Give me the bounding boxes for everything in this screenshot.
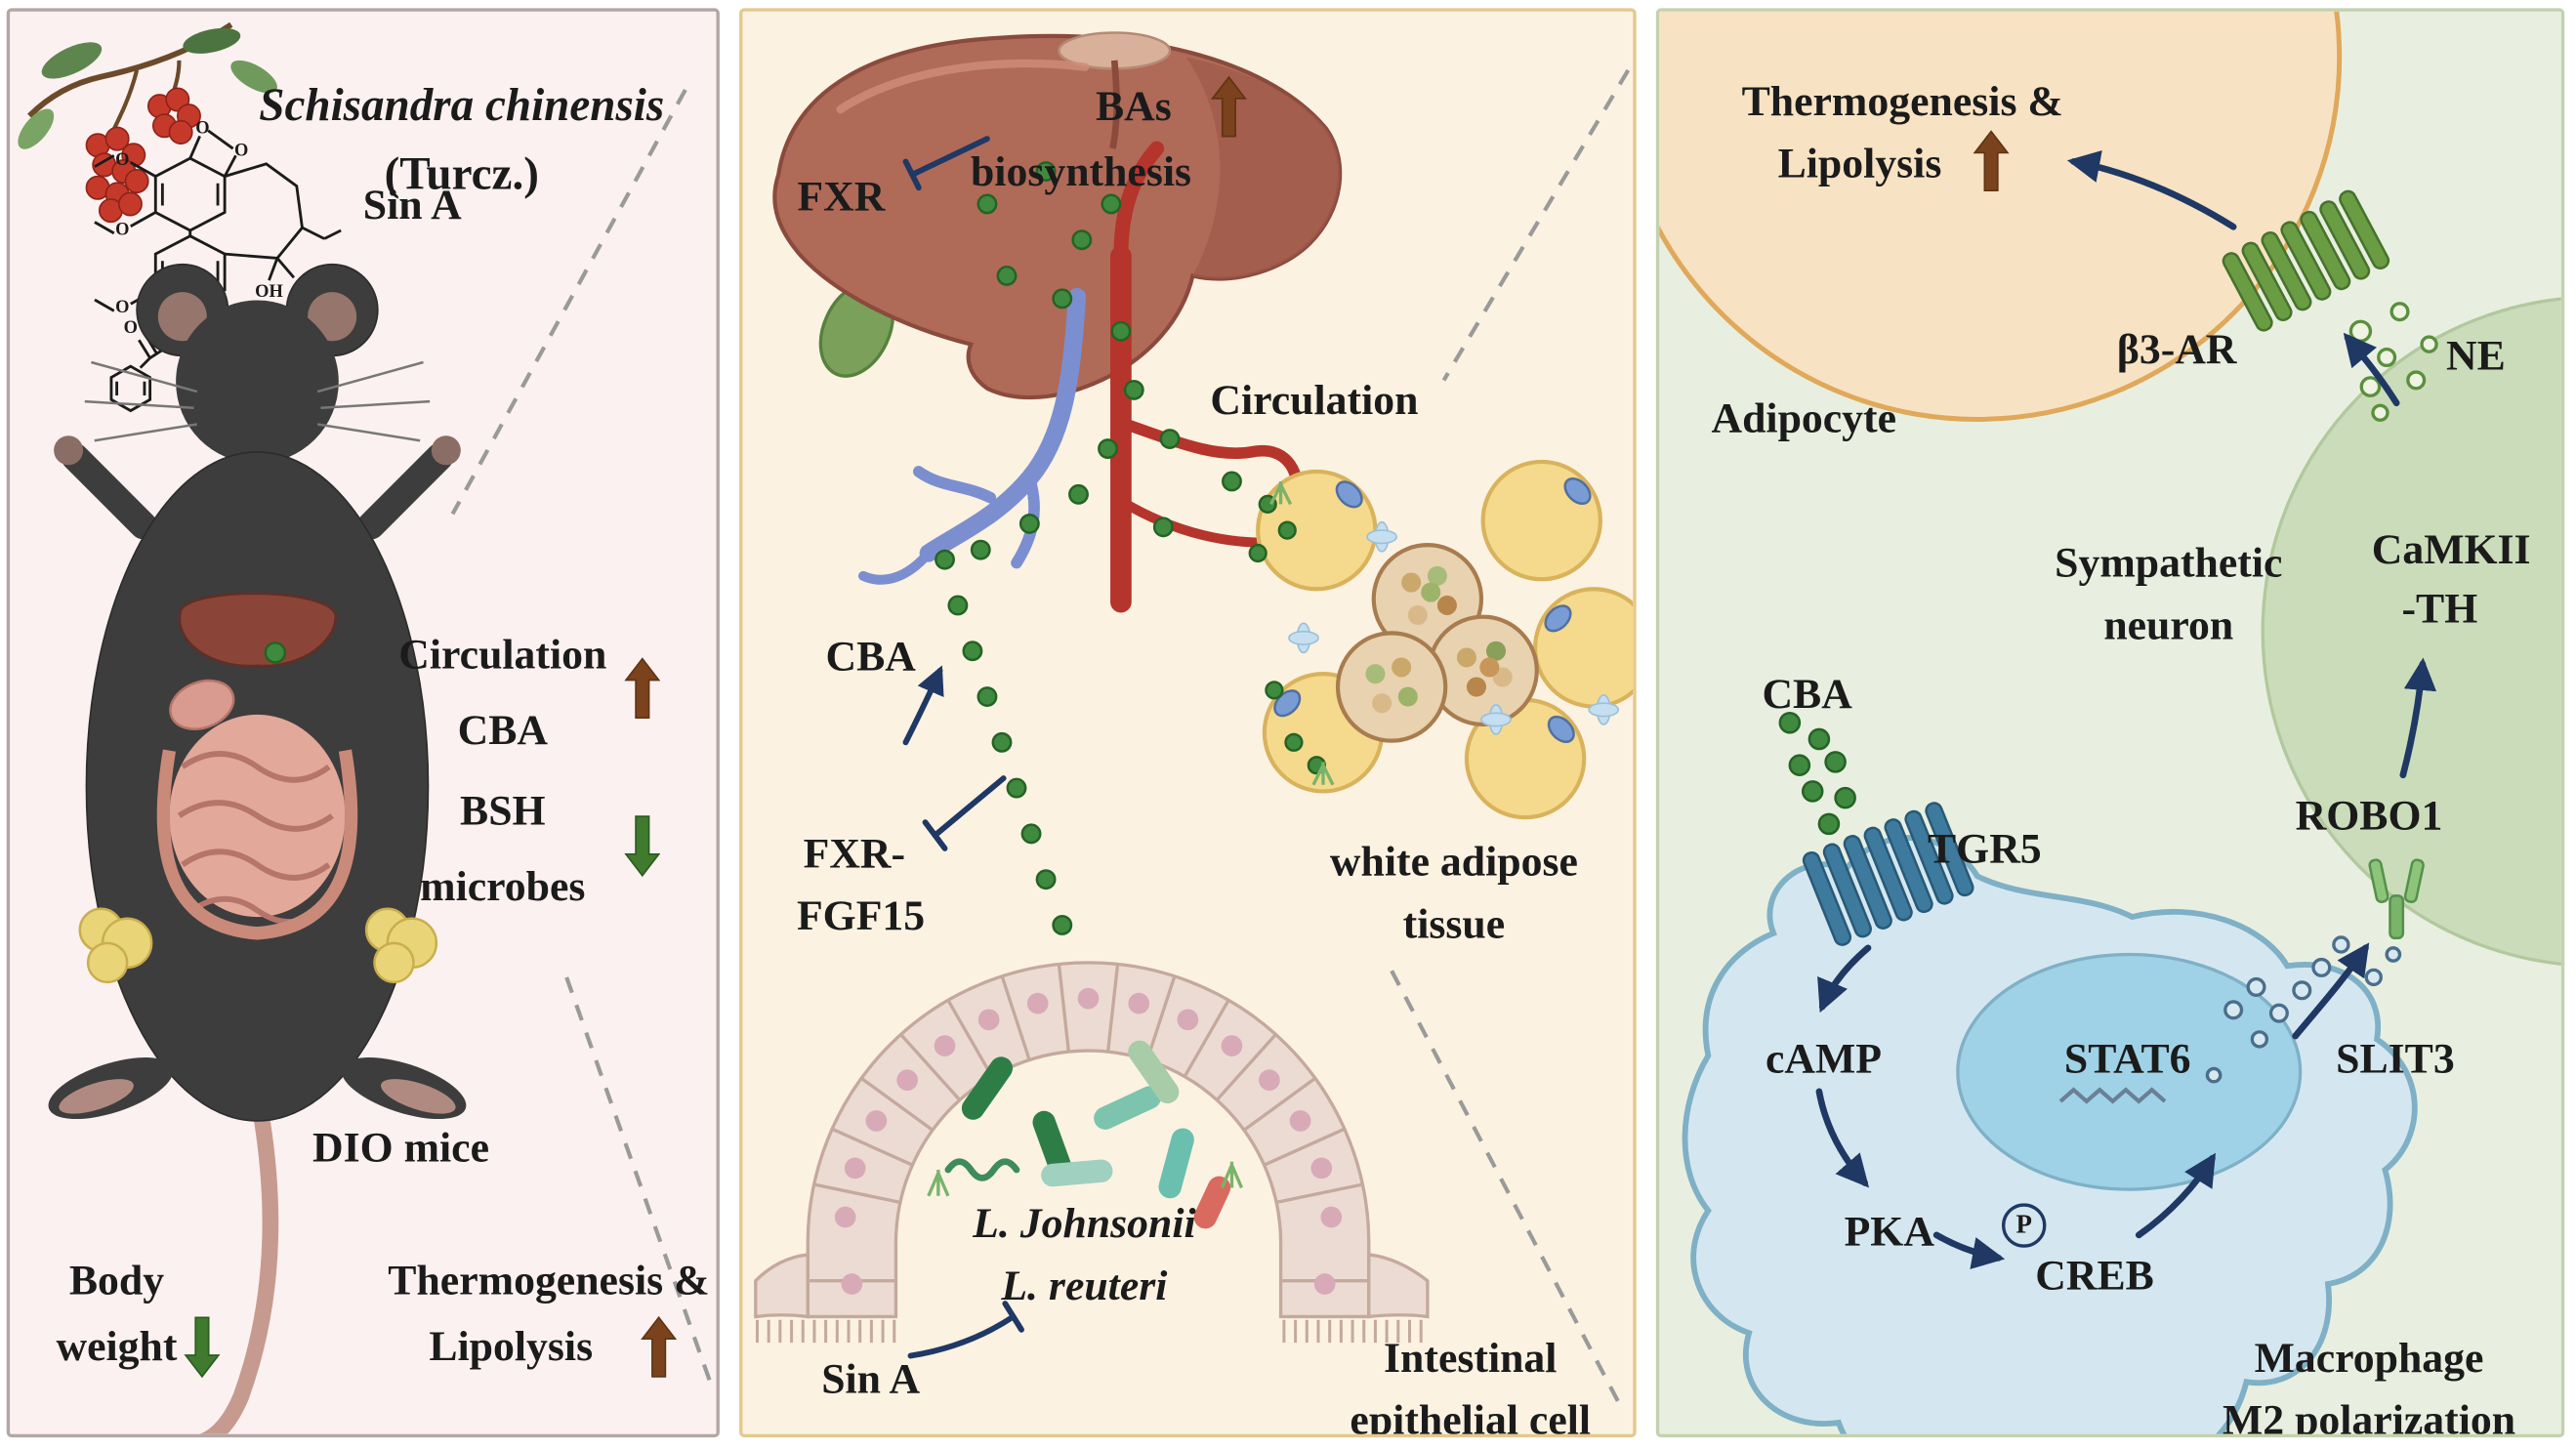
label-sin-a: Sin A (821, 1354, 921, 1403)
dna-squiggle (2058, 1087, 2167, 1104)
label-l-reuteri: L. reuteri (1001, 1262, 1168, 1309)
label-sympathetic: Sympathetic (2055, 538, 2283, 587)
panel-mouse-overview: O O O O O O O OH (6, 8, 720, 1438)
pathway-arrows (1815, 150, 2437, 1269)
left-panel-illustration: O O O O O O O OH (18, 21, 716, 1434)
dashed-connector (1390, 68, 1631, 1413)
label-sin-a: Sin A (362, 181, 462, 228)
atom-label: O (234, 140, 248, 159)
plant-name-subtitle: (Turcz.) (384, 149, 539, 201)
label-pka: PKA (1844, 1207, 1934, 1256)
thermogenesis-increase-arrow-icon (1973, 130, 2010, 191)
mouse-head (176, 300, 339, 464)
bile-acid-dots (970, 161, 1295, 560)
adipocyte-cell-circle (1659, 11, 2343, 422)
sin-a-structure: O O O O O O O OH (94, 118, 342, 413)
intestinal-villus (754, 961, 1430, 1344)
label-neuron: neuron (2103, 600, 2234, 649)
mouse-intestines (177, 751, 334, 925)
atom-label: O (124, 317, 138, 337)
b3ar-receptor (2222, 189, 2390, 332)
label-camp: cAMP (1765, 1034, 1882, 1083)
label-dio-mice: DIO mice (312, 1123, 490, 1172)
label-microbes: microbes (420, 862, 586, 911)
robo1-receptor (2368, 858, 2425, 940)
label-b3ar: β3-AR (2116, 325, 2237, 373)
label-intestinal: Intestinal (1384, 1334, 1558, 1382)
label-weight: weight (56, 1322, 178, 1371)
label-circulation: Circulation (398, 631, 607, 679)
label-lipolysis: Lipolysis (429, 1322, 594, 1371)
label-circulation: Circulation (1210, 376, 1419, 425)
white-adipose-illustration (1248, 459, 1634, 820)
circulation-increase-arrow-icon (624, 657, 661, 720)
label-fgf15: FGF15 (796, 891, 926, 940)
label-cba: CBA (457, 706, 549, 755)
phospho-p: P (2015, 1210, 2032, 1239)
mouse-liver (178, 592, 337, 668)
label-macrophage: Macrophage (2254, 1334, 2484, 1382)
mouse-organs (78, 592, 438, 984)
panel-adipose-signaling: Thermogenesis & Lipolysis Adipocyte β3-A… (1655, 8, 2565, 1438)
ne-vesicles (2348, 302, 2438, 422)
bas-increase-arrow-icon (1210, 75, 1247, 138)
plant-name-title: Schisandra chinensis (259, 80, 665, 132)
label-white-adipose: white adipose (1329, 838, 1578, 886)
label-th: -TH (2401, 584, 2478, 633)
tgr5-receptor (1802, 802, 1974, 946)
brush-border (755, 1319, 1423, 1344)
label-m2-polarization: M2 polarization (2222, 1396, 2516, 1438)
label-bas: BAs (1095, 82, 1172, 130)
label-cba: CBA (825, 632, 916, 681)
sympathetic-neuron-circle (2261, 297, 2561, 966)
macrophage-nucleus (1956, 952, 2303, 1191)
phospho-badge: P (2002, 1203, 2047, 1248)
bile-acid-dot (264, 642, 287, 664)
label-adipocyte: Adipocyte (1711, 393, 1897, 442)
label-fxr: FXR (797, 172, 886, 221)
label-thermogenesis: Thermogenesis & (388, 1257, 710, 1304)
label-biosynthesis: biosynthesis (970, 147, 1192, 196)
label-epithelial-cell: epithelial cell (1350, 1396, 1592, 1438)
cba-dots (1778, 711, 1856, 836)
label-lipolysis: Lipolysis (1777, 140, 1942, 187)
label-fxr-dash: FXR- (803, 829, 906, 878)
label-creb: CREB (2035, 1251, 2154, 1300)
label-tgr5: TGR5 (1928, 824, 2042, 873)
middle-panel-illustration (754, 31, 1634, 1413)
body-weight-decrease-arrow-icon (184, 1316, 221, 1379)
label-l-johnsonii: L. Johnsonii (973, 1199, 1196, 1247)
right-panel-illustration (1659, 11, 2561, 1434)
dashed-connector (450, 88, 716, 1391)
label-camkii: CaMKII (2371, 525, 2531, 574)
label-cba: CBA (1762, 670, 1852, 719)
bsh-decrease-arrow-icon (624, 815, 661, 878)
label-ne: NE (2445, 331, 2506, 380)
label-slit3: SLIT3 (2336, 1034, 2455, 1083)
atom-label: O (115, 149, 129, 169)
epithelial-nuclei (834, 987, 1343, 1295)
bile-acid-trail (935, 549, 1073, 935)
mouse-tail (199, 1085, 279, 1434)
gut-bacteria (927, 1040, 1244, 1229)
label-robo1: ROBO1 (2295, 791, 2443, 840)
atom-label: O (195, 118, 209, 138)
label-thermogenesis: Thermogenesis & (1741, 77, 2063, 125)
hydroxyl-label: OH (255, 281, 283, 301)
atom-label: O (115, 219, 129, 238)
label-stat6: STAT6 (2063, 1034, 2191, 1083)
panel-gut-liver-axis: FXR BAs biosynthesis Circulation CBA FXR… (739, 8, 1637, 1438)
multilocular-vacuoles (1365, 565, 1513, 714)
lipolysis-increase-arrow-icon (641, 1315, 678, 1378)
pathway-arrows (902, 136, 1024, 1359)
schisandra-berry-branch-illustration (18, 21, 277, 224)
label-tissue: tissue (1402, 899, 1506, 948)
label-bsh: BSH (460, 786, 546, 835)
fat-pads (78, 907, 438, 984)
dio-mouse-illustration (48, 263, 467, 1434)
atom-label: O (115, 297, 129, 316)
label-body: Body (68, 1257, 165, 1304)
